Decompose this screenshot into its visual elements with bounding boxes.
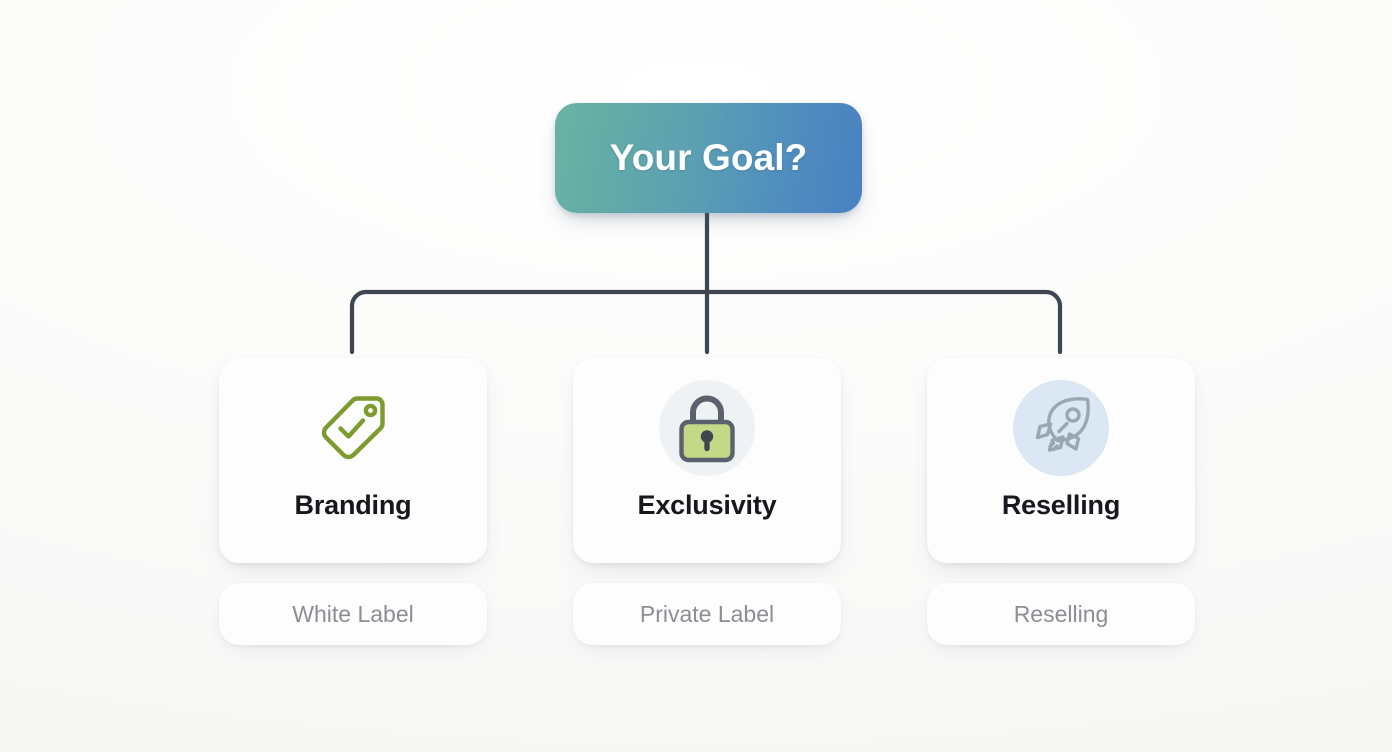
sublabel-text-exclusivity: Private Label	[639, 600, 775, 627]
sublabel-text-reselling: Reselling	[1013, 600, 1109, 627]
branch-reselling: Reselling Reselling	[927, 358, 1195, 645]
card-title-exclusivity: Exclusivity	[637, 490, 777, 520]
rocket-icon	[1013, 380, 1109, 476]
connector-right	[704, 289, 1063, 355]
sublabel-pill-branding[interactable]: White Label	[219, 583, 487, 645]
sublabel-pill-exclusivity[interactable]: Private Label	[573, 583, 841, 645]
root-node-label: Your Goal?	[609, 137, 808, 178]
sublabel-text-branding: White Label	[292, 600, 414, 627]
sublabel-pill-reselling[interactable]: Reselling	[927, 583, 1195, 645]
card-title-branding: Branding	[294, 490, 412, 520]
padlock-icon	[659, 380, 755, 476]
card-title-reselling: Reselling	[1001, 490, 1121, 520]
price-tag-check-icon	[305, 380, 401, 476]
root-node[interactable]: Your Goal?	[555, 103, 862, 213]
option-card-exclusivity[interactable]: Exclusivity	[573, 358, 841, 563]
option-card-branding[interactable]: Branding	[219, 358, 487, 563]
branch-exclusivity: Exclusivity Private Label	[573, 358, 841, 645]
option-card-reselling[interactable]: Reselling	[927, 358, 1195, 563]
branch-branding: Branding White Label	[219, 358, 487, 645]
connector-left	[349, 289, 710, 355]
